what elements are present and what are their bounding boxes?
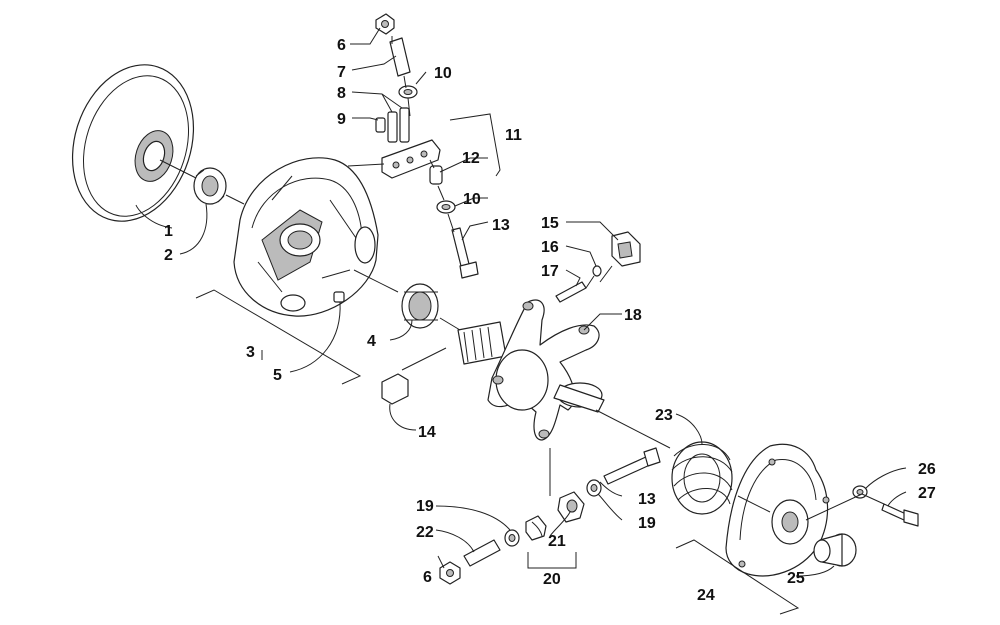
callout-25: 25 (787, 570, 805, 587)
assembly-brackets (195, 113, 800, 615)
leader-lines (135, 27, 907, 577)
callout-5: 5 (273, 367, 282, 384)
part-27-bolt (881, 503, 919, 527)
callout-21: 21 (548, 533, 566, 550)
part-19-washer-right (586, 479, 602, 497)
part-16-oring (592, 265, 602, 277)
part-18-spider (457, 299, 605, 441)
callout-2: 2 (164, 247, 173, 264)
callout-26: 26 (918, 461, 936, 478)
callout-6-top: 6 (337, 37, 346, 54)
part-15-clip (611, 231, 641, 267)
part-17-pin (555, 281, 587, 303)
part-13-bolt-lower (603, 447, 661, 485)
callout-11: 11 (505, 127, 522, 144)
callout-16: 16 (541, 239, 559, 256)
callout-14: 14 (418, 424, 436, 441)
callout-10-bottom: 10 (463, 191, 481, 208)
part-21-bushing-small (525, 515, 547, 541)
callout-9: 9 (337, 111, 346, 128)
callout-10-top: 10 (434, 65, 452, 82)
callout-19-left: 19 (416, 498, 434, 515)
part-25-bushing (813, 533, 857, 567)
part-21-bushing-large (557, 491, 585, 523)
callout-8: 8 (337, 85, 346, 102)
part-3-housing (233, 157, 379, 317)
part-2-collar (193, 167, 227, 205)
callout-27: 27 (918, 485, 936, 502)
callout-23: 23 (655, 407, 673, 424)
part-22-pin (463, 539, 501, 567)
center-lines (159, 36, 885, 521)
callout-22: 22 (416, 524, 434, 541)
callout-3: 3 (246, 344, 255, 361)
callout-13-lower: 13 (638, 491, 656, 508)
part-24-cover (725, 443, 830, 577)
part-6-nut-bottom (439, 561, 461, 585)
callout-13-upper: 13 (492, 217, 510, 234)
callout-4: 4 (367, 333, 376, 350)
part-19-washer-left (504, 529, 520, 547)
part-10-washer-top (398, 85, 418, 99)
callout-18: 18 (624, 307, 642, 324)
part-11-arm (381, 139, 441, 179)
part-4-bushing (401, 283, 439, 329)
callout-1: 1 (164, 223, 173, 240)
callout-19-right: 19 (638, 515, 656, 532)
callout-20: 20 (543, 571, 561, 588)
part-12-roller (429, 165, 443, 185)
part-8-9-screws (375, 107, 410, 143)
part-14-block (381, 373, 409, 405)
part-1-sheave (71, 64, 195, 222)
part-13-bolt-upper (451, 227, 479, 279)
callout-6-bottom: 6 (423, 569, 432, 586)
callout-15: 15 (541, 215, 559, 232)
part-7-pin (389, 37, 411, 77)
part-23-spring (671, 441, 733, 515)
callout-12: 12 (462, 150, 480, 167)
callout-24: 24 (697, 587, 715, 604)
callout-7: 7 (337, 64, 346, 81)
callout-labels: 1 2 3 4 5 6 6 7 8 9 10 10 11 12 13 13 14… (164, 37, 936, 604)
part-6-nut-top (375, 13, 395, 35)
part-5-pin (333, 291, 345, 303)
callout-17: 17 (541, 263, 559, 280)
part-10-washer-bottom (436, 200, 456, 214)
part-26-washer (852, 485, 868, 499)
